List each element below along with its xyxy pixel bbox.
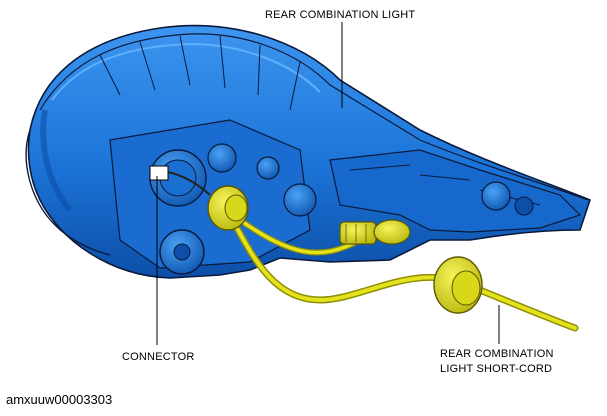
mounting-boss-upper [207,143,280,180]
connector-part [149,165,211,196]
cord-grommet [433,256,483,314]
mounting-boss-right [283,181,534,217]
bulb-socket-lower [159,229,205,275]
light-housing [25,24,591,279]
short-cord [207,185,579,332]
short-cord-label-line2: LIGHT SHORT-CORD [440,363,553,375]
rear-combination-light-label: REAR COMBINATION LIGHT [265,9,416,21]
short-cord-label-line1: REAR COMBINATION [440,348,554,360]
leader-lines [156,22,500,345]
connector-label: CONNECTOR [122,351,195,363]
figure-id: amxuuw00003303 [6,392,113,407]
bulb-middle [339,219,411,245]
